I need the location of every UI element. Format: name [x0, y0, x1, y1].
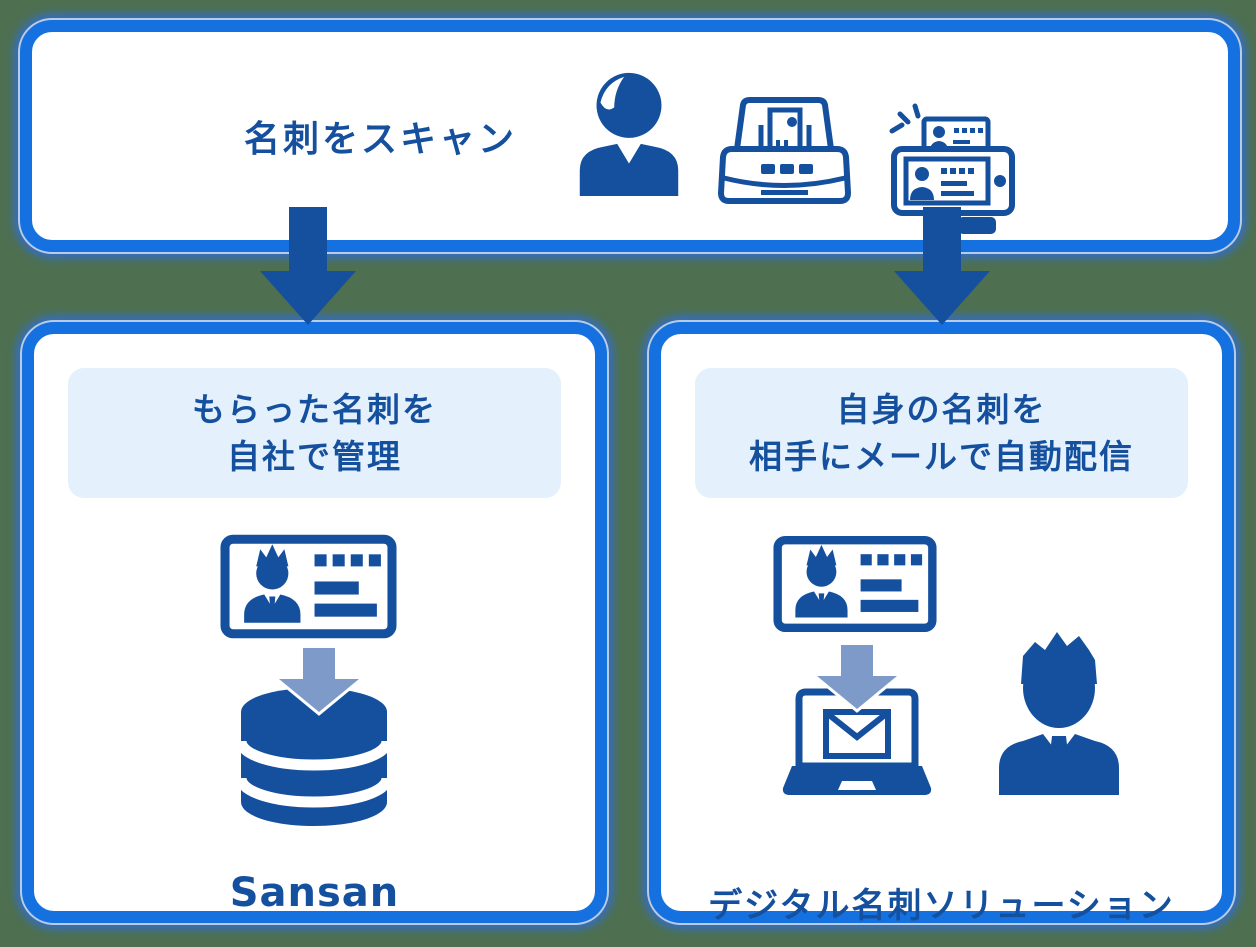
soft-down-arrow-icon [270, 645, 368, 716]
manage-cards-header: もらった名刺を 自社で管理 [68, 368, 561, 498]
soft-down-arrow-icon [808, 642, 906, 713]
send-cards-header-line1: 自身の名刺を [836, 390, 1047, 429]
scan-step-box: 名刺をスキャン [20, 20, 1240, 252]
send-cards-header: 自身の名刺を 相手にメールで自動配信 [695, 368, 1188, 498]
down-flow-arrow-left [260, 207, 356, 325]
manage-cards-header-line2: 自社で管理 [227, 437, 402, 476]
digital-card-solution-caption: デジタル名刺ソリューション [708, 886, 1175, 926]
sansan-caption: Sansan [229, 870, 400, 916]
database-icon [235, 688, 393, 826]
send-cards-header-line2: 相手にメールで自動配信 [749, 437, 1134, 476]
person-icon [579, 72, 679, 196]
scanner-icon [718, 96, 851, 204]
business-card-icon [220, 534, 397, 639]
manage-cards-box: もらった名刺を 自社で管理 Sansan [22, 322, 607, 923]
send-cards-box: 自身の名刺を 相手にメールで自動配信 [649, 322, 1234, 926]
manage-cards-header-line1: もらった名刺を [192, 390, 437, 429]
down-flow-arrow-right [894, 207, 990, 325]
scan-step-label: 名刺をスキャン [243, 119, 517, 160]
business-card-icon [773, 536, 937, 632]
businessman-icon [999, 632, 1119, 795]
smartphone-scan-icon [889, 103, 1015, 234]
laptop-mail-icon [782, 688, 932, 795]
